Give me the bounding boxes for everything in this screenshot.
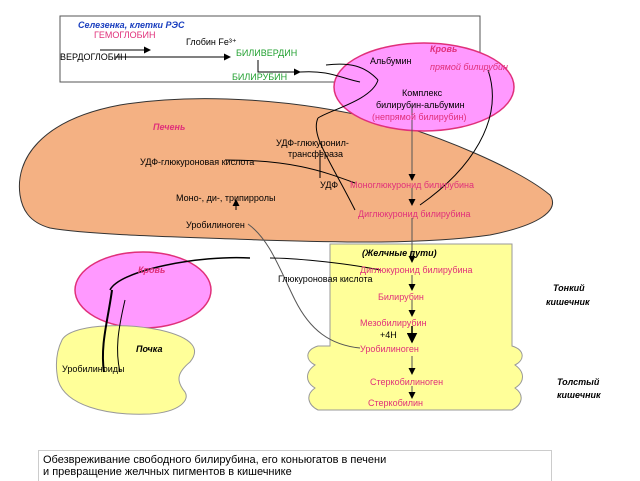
albumin-label: Альбумин [370,56,412,66]
large-intestine-line1: Толстый [557,377,600,387]
kidney-title: Почка [136,344,163,354]
globin-fe-label: Глобин Fe³⁺ [186,37,237,47]
complex-line3: (непрямой билирубин) [372,112,467,122]
small-intestine-line1: Тонкий [553,283,585,293]
intestine-diglucuronide-label: Диглюкуронид билирубина [360,265,473,275]
blood-bottom-shape [74,251,212,329]
udp-gt-line1: УДФ-глюкуронил- [276,138,349,148]
bile-ducts-label: (Желчные пути) [362,248,437,258]
blood-bottom-title: Кровь [138,265,166,275]
intestine-bilirubin-label: Билирубин [378,292,424,302]
mesobilirubin-label: Мезобилирубин [360,318,427,328]
liver-title: Печень [153,122,186,132]
urobilinoids-label: Уробилиноиды [62,364,125,374]
bilirubin-spleen-label: БИЛИРУБИН [232,72,288,82]
small-intestine-line2: кишечник [546,297,590,307]
caption-line2: и превращение желчных пигментов в кишечн… [43,466,292,478]
spleen-title: Селезенка, клетки РЭС [78,20,185,30]
large-intestine-line2: кишечник [557,390,601,400]
liver-diglucuronide-label: Диглюкуронид билирубина [358,209,471,219]
intestine-urobilinogen-label: Уробилиноген [360,344,419,354]
complex-line1: Комплекс [402,88,443,98]
kidney-shape [55,325,195,415]
liver-shape [18,98,553,243]
udp-label: УДФ [320,180,339,190]
udp-glucuronic-label: УДФ-глюкуроновая кислота [140,157,255,167]
glucuronic-acid-label: Глюкуроновая кислота [278,274,373,284]
pyrroles-label: Моно-, ди-, трипирролы [176,193,276,203]
plus-4h-label: +4Н [380,330,397,340]
biliverdin-label: БИЛИВЕРДИН [236,48,298,58]
caption-box: Обезвреживание свободного билирубина, ег… [38,450,552,481]
complex-line2: билирубин-альбумин [376,100,465,110]
blood-top-title: Кровь [430,44,458,54]
stercobilin-label: Стеркобилин [368,398,424,408]
verdoglobin-label: ВЕРДОГЛОБИН [60,52,127,62]
intestine-shape [307,243,523,411]
caption-line1: Обезвреживание свободного билирубина, ег… [43,454,387,466]
mono-glucuronide-label: Моноглюкуронид билирубина [350,180,474,190]
udp-gt-line2: трансфераза [288,149,344,159]
stercobilinogen-label: Стеркобилиноген [370,377,444,387]
hemoglobin-label: ГЕМОГЛОБИН [94,30,156,40]
liver-urobilinogen-label: Уробилиноген [186,220,245,230]
blood-top-shape [333,42,515,132]
direct-bilirubin-label: прямой билирубин [430,62,508,72]
